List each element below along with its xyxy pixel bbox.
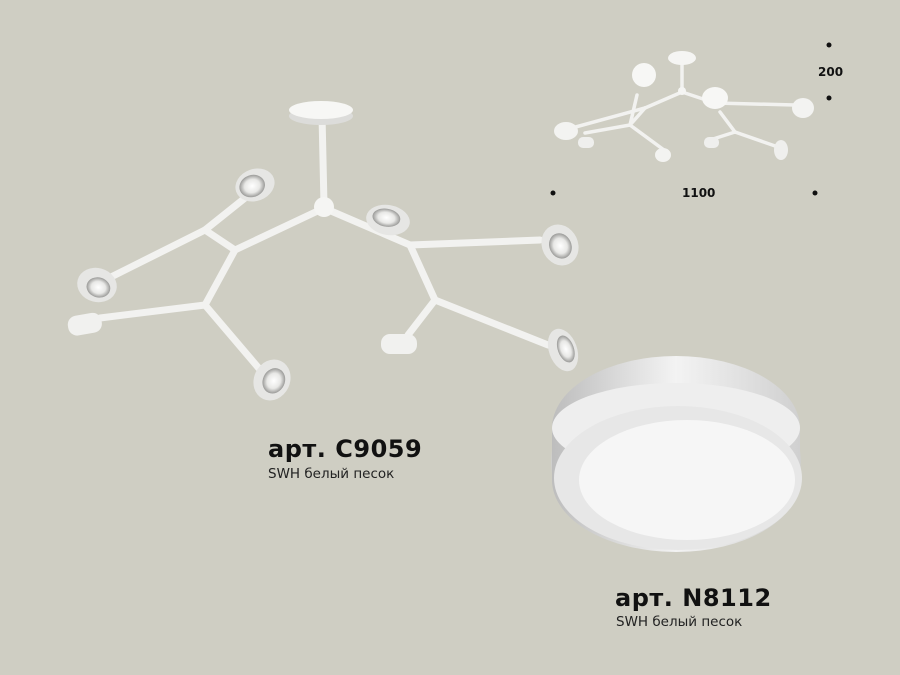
article-c9059: арт. C9059	[268, 435, 423, 463]
dimension-marker	[826, 42, 832, 48]
width-dimension: 1100	[682, 186, 716, 200]
chandelier-c9059	[96, 111, 552, 376]
chandelier-parts	[67, 101, 579, 401]
dimension-thumbnail	[550, 42, 832, 196]
dimension-marker	[826, 95, 832, 101]
dimension-marker	[812, 190, 818, 196]
lamp-head	[235, 168, 275, 202]
article-n8112: арт. N8112	[615, 584, 772, 612]
ceiling-lamp-n8112	[551, 356, 802, 552]
finish-c9059: SWH белый песок	[268, 466, 395, 482]
dimension-marker	[550, 190, 556, 196]
height-dimension: 200	[818, 65, 844, 79]
finish-n8112: SWH белый песок	[616, 614, 743, 630]
